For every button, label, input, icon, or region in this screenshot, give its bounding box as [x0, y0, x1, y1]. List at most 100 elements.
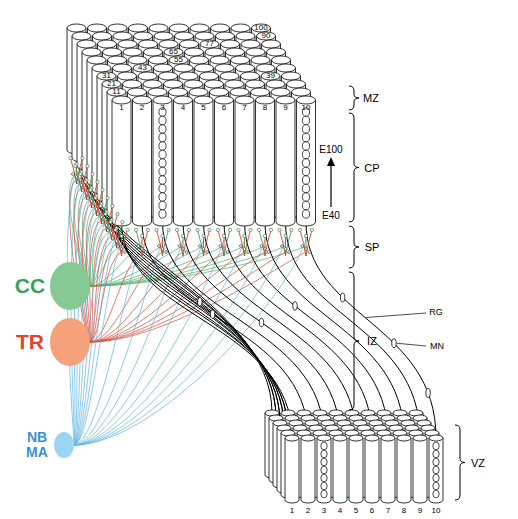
ontogenetic-column-top	[72, 32, 91, 40]
ontogenetic-column-top	[164, 80, 183, 88]
ontogenetic-column-top	[107, 88, 126, 96]
synapse-dot	[94, 196, 97, 199]
ontogenetic-column-top	[138, 72, 157, 80]
synapse-dot	[237, 228, 240, 231]
ontogenetic-column-top	[267, 48, 286, 56]
column-number: 6	[222, 104, 226, 112]
radial-glia-fiber	[142, 222, 308, 438]
ontogenetic-column-body	[297, 100, 316, 226]
ellipse-outline	[50, 262, 90, 310]
synapse-dot	[288, 251, 291, 254]
proliferative-unit-body	[317, 438, 331, 503]
synapse-dot	[161, 234, 164, 237]
subplate-branch	[122, 230, 128, 256]
ontogenetic-column-top	[282, 72, 301, 80]
neuron-cell	[159, 159, 166, 167]
synapse-dot	[167, 228, 170, 231]
synapse-dot	[91, 172, 94, 175]
ontogenetic-column-top	[216, 32, 235, 40]
ontogenetic-column-top	[231, 56, 250, 64]
source-label: CC	[13, 275, 47, 297]
synapse-dot	[181, 234, 184, 237]
migrating-neuron	[293, 302, 297, 310]
subplate-branch	[96, 198, 102, 224]
synapse-dot	[97, 213, 100, 216]
ontogenetic-column-top	[82, 48, 101, 56]
ontogenetic-column-top	[67, 24, 86, 32]
zone-label: IZ	[367, 336, 377, 347]
ontogenetic-column-top	[169, 56, 188, 64]
migrating-neuron	[426, 388, 430, 397]
zone-bracket	[455, 425, 465, 500]
ontogenetic-column-top	[113, 64, 132, 72]
ontogenetic-column-top	[118, 40, 137, 48]
subplate-branch	[280, 230, 286, 256]
synapse-dot	[226, 251, 229, 254]
column-number: 11	[112, 88, 120, 96]
neuron-cell	[159, 176, 166, 184]
neuron-cell	[159, 210, 166, 218]
column-number: 21	[107, 80, 116, 88]
neuron-cell	[321, 458, 327, 466]
column-number: 43	[138, 64, 147, 72]
synapse-dot	[301, 245, 304, 248]
ontogenetic-column-top	[200, 40, 219, 48]
subplate-branch	[101, 206, 107, 232]
synapse-dot	[263, 234, 266, 237]
ontogenetic-column-top	[252, 24, 271, 32]
subplate-branch	[86, 182, 92, 208]
ontogenetic-column-top	[170, 24, 189, 32]
subplate-branch	[300, 230, 306, 256]
synapse-dot	[144, 251, 147, 254]
ontogenetic-column-top	[215, 64, 234, 72]
ontogenetic-column-top	[241, 40, 260, 48]
synapse-dot	[79, 172, 82, 175]
synapse-dot	[77, 181, 80, 184]
column-number: 7	[242, 104, 246, 112]
subplate-branch	[239, 230, 245, 256]
proliferative-unit-top	[285, 435, 299, 441]
neuron-cell	[302, 176, 309, 184]
subplate-branch	[136, 230, 142, 256]
synapse-dot	[202, 234, 205, 237]
ontogenetic-column-top	[112, 96, 131, 104]
column-number: 31	[102, 72, 111, 80]
synapse-dot	[216, 228, 219, 231]
synapse-dot	[89, 188, 92, 191]
synapse-dot	[175, 228, 178, 231]
synapse-dot	[247, 251, 250, 254]
subplate-branch	[111, 222, 117, 248]
column-number: 9	[283, 104, 287, 112]
synapse-dot	[257, 228, 260, 231]
ontogenetic-column-top	[77, 40, 96, 48]
subplate-branch	[142, 230, 148, 256]
proliferative-unit-body	[413, 438, 427, 503]
ontogenetic-column-top	[195, 64, 214, 72]
radial-glia-fiber	[122, 222, 293, 438]
unit-number: 4	[338, 507, 342, 515]
synapse-dot	[206, 251, 209, 254]
proliferative-unit-body	[285, 438, 299, 503]
ontogenetic-column-top	[194, 96, 213, 104]
column-number: 1	[119, 104, 123, 112]
ontogenetic-column-top	[108, 56, 127, 64]
ontogenetic-column-top	[210, 56, 229, 64]
column-number: 100	[254, 24, 267, 32]
zone-label: CP	[364, 163, 379, 174]
synapse-dot	[114, 228, 117, 231]
migrating-neuron	[340, 293, 344, 302]
ontogenetic-column-top	[159, 72, 178, 80]
synapse-dot	[120, 234, 123, 237]
ontogenetic-column-top	[174, 96, 193, 104]
synapse-dot	[104, 212, 107, 215]
synapse-dot	[308, 251, 311, 254]
synapse-dot	[284, 234, 287, 237]
ontogenetic-column-body	[112, 100, 131, 226]
synapse-dot	[249, 228, 252, 231]
ontogenetic-column-top	[190, 24, 209, 32]
subplate-branch	[91, 190, 97, 216]
zone-bracket	[349, 272, 359, 410]
synapse-dot	[99, 204, 102, 207]
synapse-dot	[69, 156, 72, 159]
synapse-dot	[165, 251, 168, 254]
